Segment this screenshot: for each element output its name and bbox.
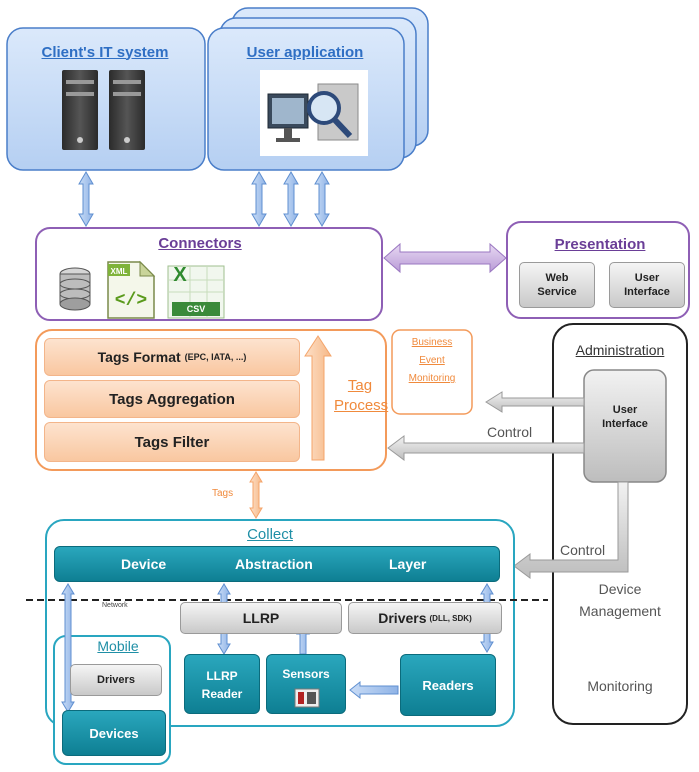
sensors-label: Sensors <box>282 667 330 681</box>
tag-process-label-line1: Tag <box>347 377 373 394</box>
mobile-drivers-box[interactable]: Drivers <box>70 664 162 696</box>
mobile-devices-box[interactable]: Devices <box>62 710 166 756</box>
bem-line1: Business <box>411 337 453 348</box>
svg-text:</>: </> <box>115 291 147 311</box>
clients-it-system-box <box>6 27 206 171</box>
presentation-title[interactable]: Presentation <box>554 235 646 253</box>
arrow-control-to-collect <box>513 481 629 579</box>
readers-box[interactable]: Readers <box>400 654 496 716</box>
tags-format-bar[interactable]: Tags Format (EPC, IATA, ...) <box>44 338 300 376</box>
arrow-admin-to-bem <box>485 391 585 413</box>
control-lower-label: Control <box>560 542 606 558</box>
arrow-app-to-connectors-2 <box>283 171 299 227</box>
presentation-user-interface-button[interactable]: User Interface <box>609 262 685 308</box>
tags-filter-bar[interactable]: Tags Filter <box>44 422 300 462</box>
csv-label: CSV <box>186 304 206 314</box>
tags-arrow-label: Tags <box>212 488 234 499</box>
tag-process-up-arrow <box>304 335 332 461</box>
arrow-app-to-connectors-3 <box>314 171 330 227</box>
svg-text:XML: XML <box>111 267 128 276</box>
connectors-title[interactable]: Connectors <box>158 234 242 252</box>
business-event-monitoring-label[interactable]: Business Event Monitoring <box>394 334 470 388</box>
bem-line2: Event <box>419 355 445 366</box>
web-service-button[interactable]: Web Service <box>519 262 595 308</box>
clients-it-system-title[interactable]: Client's IT system <box>41 43 169 61</box>
network-label: Network <box>102 602 128 609</box>
database-icon <box>59 267 91 311</box>
drivers-bar[interactable]: Drivers (DLL, SDK) <box>348 602 502 634</box>
mobile-title[interactable]: Mobile <box>97 638 139 654</box>
bem-line3: Monitoring <box>408 373 456 384</box>
administration-title[interactable]: Administration <box>575 342 665 358</box>
arrow-tags <box>249 471 263 519</box>
tags-format-note: (EPC, IATA, ...) <box>184 352 247 362</box>
arrow-control-to-tag-process <box>387 435 585 461</box>
device-management-line1: Device <box>598 581 642 597</box>
csv-file-icon <box>167 265 225 319</box>
arrow-readers-to-sensors <box>349 680 399 700</box>
user-application-title[interactable]: User application <box>246 43 364 61</box>
dal-device: Device <box>121 556 167 572</box>
admin-user-interface-label[interactable]: User Interface <box>602 404 648 430</box>
drivers-label: Drivers <box>378 610 427 626</box>
computer-magnifier-icon <box>260 70 368 156</box>
tag-process-label-line2: Process <box>334 397 389 414</box>
arrow-connectors-presentation <box>383 242 507 274</box>
collect-title[interactable]: Collect <box>247 525 293 543</box>
dal-layer: Layer <box>389 556 427 572</box>
arrow-app-to-connectors-1 <box>251 171 267 227</box>
servers-icon <box>62 70 145 150</box>
drivers-note: (DLL, SDK) <box>429 613 472 623</box>
xml-file-icon: XML </> <box>107 260 156 319</box>
device-abstraction-layer-bar[interactable]: Device Abstraction Layer <box>54 546 500 582</box>
tags-aggregation-bar[interactable]: Tags Aggregation <box>44 380 300 418</box>
arrow-it-to-connectors <box>78 171 94 227</box>
dal-abstraction: Abstraction <box>235 556 313 572</box>
device-management-line2: Management <box>579 603 661 619</box>
monitoring-label: Monitoring <box>587 678 653 694</box>
llrp-bar[interactable]: LLRP <box>180 602 342 634</box>
tag-process-label[interactable]: Tag Process <box>334 376 389 416</box>
llrp-reader-line1: LLRP <box>206 669 238 683</box>
control-upper-label: Control <box>487 424 533 440</box>
sensors-image-icon <box>294 688 320 708</box>
device-management-label: Device Management <box>556 578 684 622</box>
llrp-reader-box[interactable]: LLRP Reader <box>184 654 260 714</box>
tags-format-label: Tags Format <box>97 349 181 365</box>
llrp-reader-line2: Reader <box>201 687 243 701</box>
business-event-monitoring-box <box>391 329 473 415</box>
excel-x-letter: X <box>173 263 187 286</box>
